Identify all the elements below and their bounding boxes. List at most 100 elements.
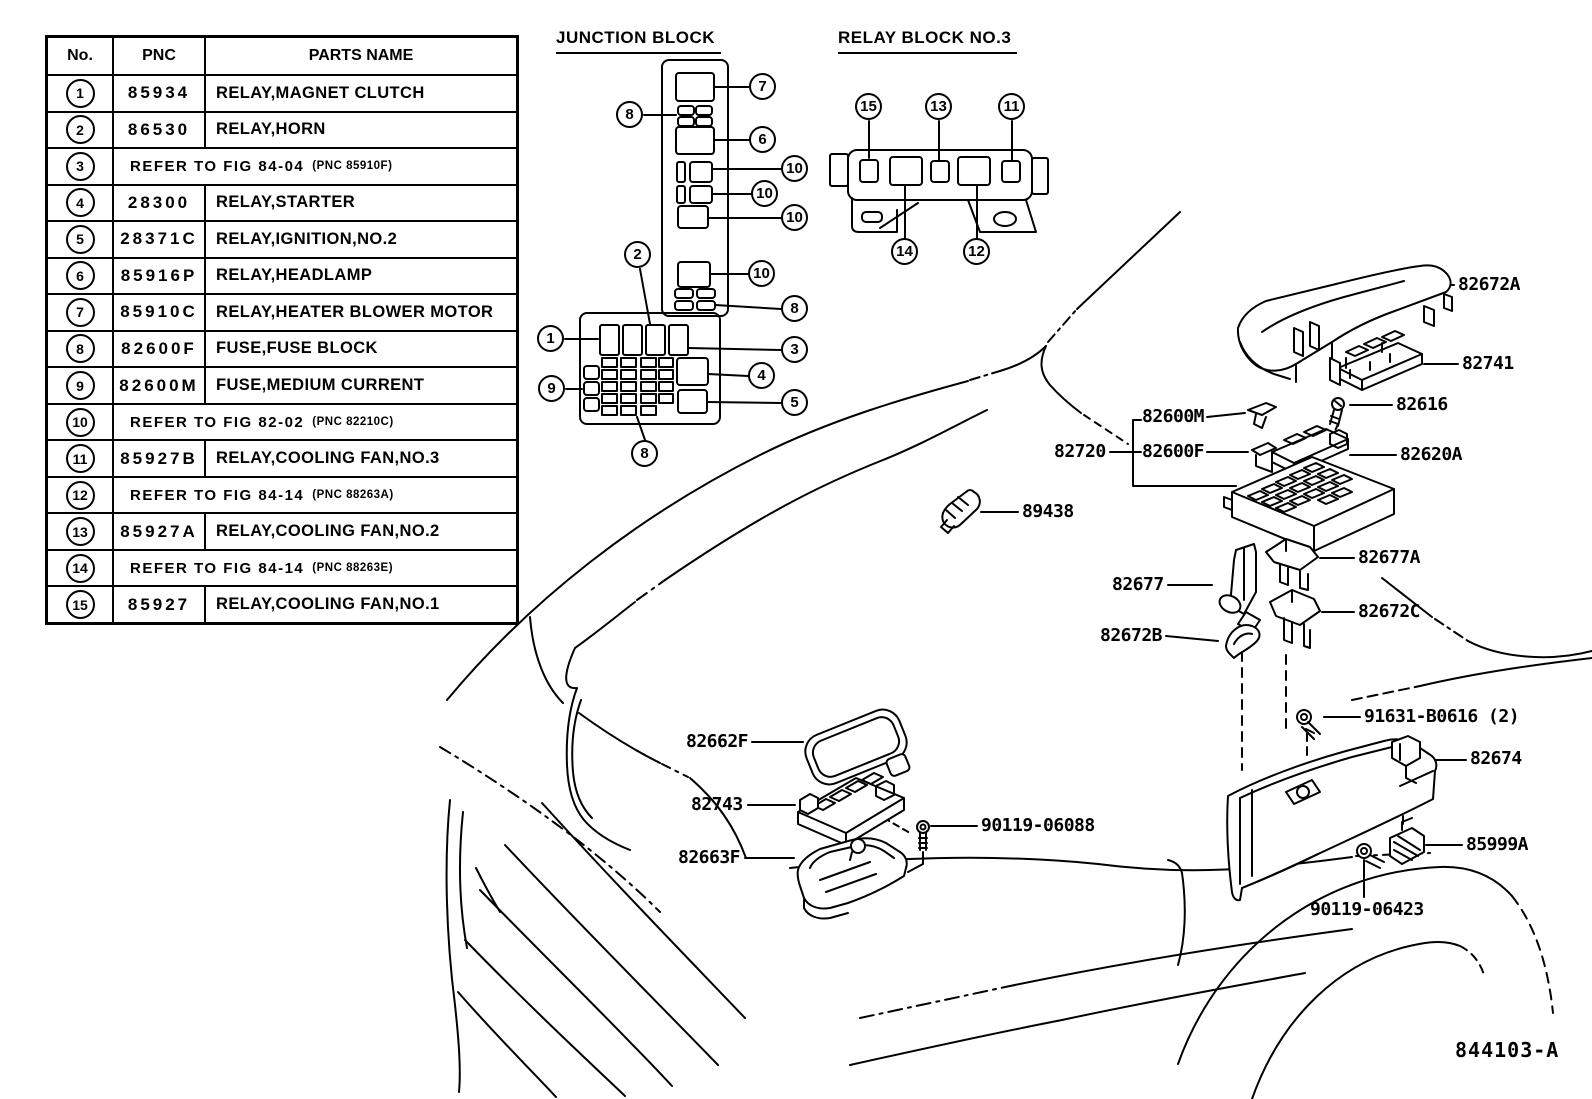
row-number-cell: 4 <box>48 186 112 221</box>
part-label-82663F: 82663F <box>678 847 741 868</box>
table-row: 13 85927A RELAY,COOLING FAN,NO.2 <box>48 512 516 549</box>
row-number-badge: 8 <box>65 334 95 364</box>
callout-jb-6: 6 <box>749 126 776 153</box>
part-label-82741: 82741 <box>1462 353 1514 374</box>
row-number-cell: 2 <box>48 113 112 148</box>
row-number-badge: 7 <box>65 297 95 327</box>
row-number-cell: 3 <box>48 149 112 184</box>
callout-jb-10d: 10 <box>748 260 775 287</box>
callout-jb-3: 3 <box>781 336 808 363</box>
refer-cell: REFER TO FIG 82-02(PNC 82210C) <box>112 404 516 440</box>
row-number-cell: 1 <box>48 76 112 111</box>
callout-jb-8a: 8 <box>616 101 643 128</box>
parts-name-cell: RELAY,COOLING FAN,NO.1 <box>216 595 440 614</box>
table-row: 2 86530 RELAY,HORN <box>48 110 516 148</box>
part-label-82672C: 82672C <box>1358 601 1421 622</box>
table-row: 4 28300 RELAY,STARTER <box>48 183 516 221</box>
callout-jb-10a: 10 <box>781 155 808 182</box>
part-label-82672B: 82672B <box>1100 625 1163 646</box>
parts-name-cell: RELAY,IGNITION,NO.2 <box>216 229 398 248</box>
row-number-badge: 13 <box>65 517 95 547</box>
callout-jb-10b: 10 <box>751 180 778 207</box>
callout-jb-5: 5 <box>781 389 808 416</box>
row-number-badge: 2 <box>65 115 95 145</box>
parts-name-cell: RELAY,COOLING FAN,NO.2 <box>216 522 440 541</box>
part-label-82743: 82743 <box>691 794 743 815</box>
part-label-82600F: 82600F <box>1142 441 1205 462</box>
callout-jb-7: 7 <box>749 73 776 100</box>
part-label-90119-06088: 90119-06088 <box>981 815 1095 836</box>
part-label-91631-B0616: 91631-B0616 (2) <box>1364 706 1520 727</box>
parts-name-cell: RELAY,HEADLAMP <box>216 266 373 285</box>
pnc-cell: 86530 <box>112 112 206 148</box>
table-row: 10 REFER TO FIG 82-02(PNC 82210C) <box>48 402 516 440</box>
figure-number: 844103-A <box>1455 1038 1560 1062</box>
part-label-85999A: 85999A <box>1466 834 1529 855</box>
row-number-badge: 12 <box>65 480 95 510</box>
parts-name-cell: FUSE,MEDIUM CURRENT <box>216 376 425 395</box>
part-label-82616: 82616 <box>1396 394 1448 415</box>
row-number-cell: 5 <box>48 222 112 257</box>
table-row: 8 82600F FUSE,FUSE BLOCK <box>48 329 516 367</box>
pnc-cell: 85910C <box>112 295 206 330</box>
pnc-cell: 85916P <box>112 258 206 294</box>
row-number-cell: 8 <box>48 332 112 367</box>
row-number-cell: 9 <box>48 368 112 403</box>
callout-rb-15: 15 <box>855 93 882 120</box>
pnc-cell: 85927B <box>112 441 206 476</box>
callout-jb-8b: 8 <box>781 295 808 322</box>
row-number-cell: 14 <box>48 551 112 586</box>
pnc-cell: 85927A <box>112 514 206 549</box>
part-label-82600M: 82600M <box>1142 406 1205 427</box>
parts-name-cell: RELAY,STARTER <box>216 193 356 212</box>
header-pnc: PNC <box>112 38 206 74</box>
table-row: 1 85934 RELAY,MAGNET CLUTCH <box>48 74 516 111</box>
pnc-cell: 82600F <box>112 331 206 367</box>
part-label-82672A: 82672A <box>1458 274 1521 295</box>
callout-rb-13: 13 <box>925 93 952 120</box>
pnc-cell: 28371C <box>112 222 206 257</box>
relay-block-no3-title: RELAY BLOCK NO.3 <box>838 28 1018 54</box>
part-label-90119-06423: 90119-06423 <box>1310 899 1424 920</box>
refer-cell: REFER TO FIG 84-14(PNC 88263E) <box>112 550 516 586</box>
part-label-82620A: 82620A <box>1400 444 1463 465</box>
header-no: No. <box>67 47 93 64</box>
row-number-badge: 15 <box>65 590 95 620</box>
parts-name-cell: RELAY,MAGNET CLUTCH <box>216 83 425 102</box>
row-number-badge: 14 <box>65 553 95 583</box>
row-number-cell: 12 <box>48 478 112 513</box>
pnc-cell: 85934 <box>112 76 206 111</box>
row-number-badge: 10 <box>65 407 95 437</box>
row-number-badge: 1 <box>65 78 95 108</box>
row-number-cell: 7 <box>48 295 112 330</box>
callout-jb-8c: 8 <box>631 440 658 467</box>
parts-name-cell: RELAY,HORN <box>216 120 326 139</box>
part-label-82720: 82720 <box>1054 441 1106 462</box>
refer-cell: REFER TO FIG 84-04(PNC 85910F) <box>112 149 516 184</box>
parts-name-cell: FUSE,FUSE BLOCK <box>216 339 378 358</box>
row-number-badge: 3 <box>65 151 95 181</box>
row-number-cell: 6 <box>48 259 112 294</box>
part-label-89438: 89438 <box>1022 501 1074 522</box>
table-row: 14 REFER TO FIG 84-14(PNC 88263E) <box>48 548 516 586</box>
part-label-82662F: 82662F <box>686 731 749 752</box>
row-number-cell: 10 <box>48 405 112 440</box>
row-number-badge: 9 <box>65 371 95 401</box>
callout-jb-1: 1 <box>537 325 564 352</box>
pnc-cell: 28300 <box>112 185 206 221</box>
callout-rb-11: 11 <box>998 93 1025 120</box>
part-label-82677A: 82677A <box>1358 547 1421 568</box>
junction-block-title: JUNCTION BLOCK <box>556 28 722 54</box>
table-row: 5 28371C RELAY,IGNITION,NO.2 <box>48 220 516 257</box>
row-number-badge: 4 <box>65 188 95 218</box>
row-number-badge: 5 <box>65 224 95 254</box>
parts-name-cell: RELAY,HEATER BLOWER MOTOR <box>216 302 494 321</box>
parts-name-cell: RELAY,COOLING FAN,NO.3 <box>216 449 440 468</box>
